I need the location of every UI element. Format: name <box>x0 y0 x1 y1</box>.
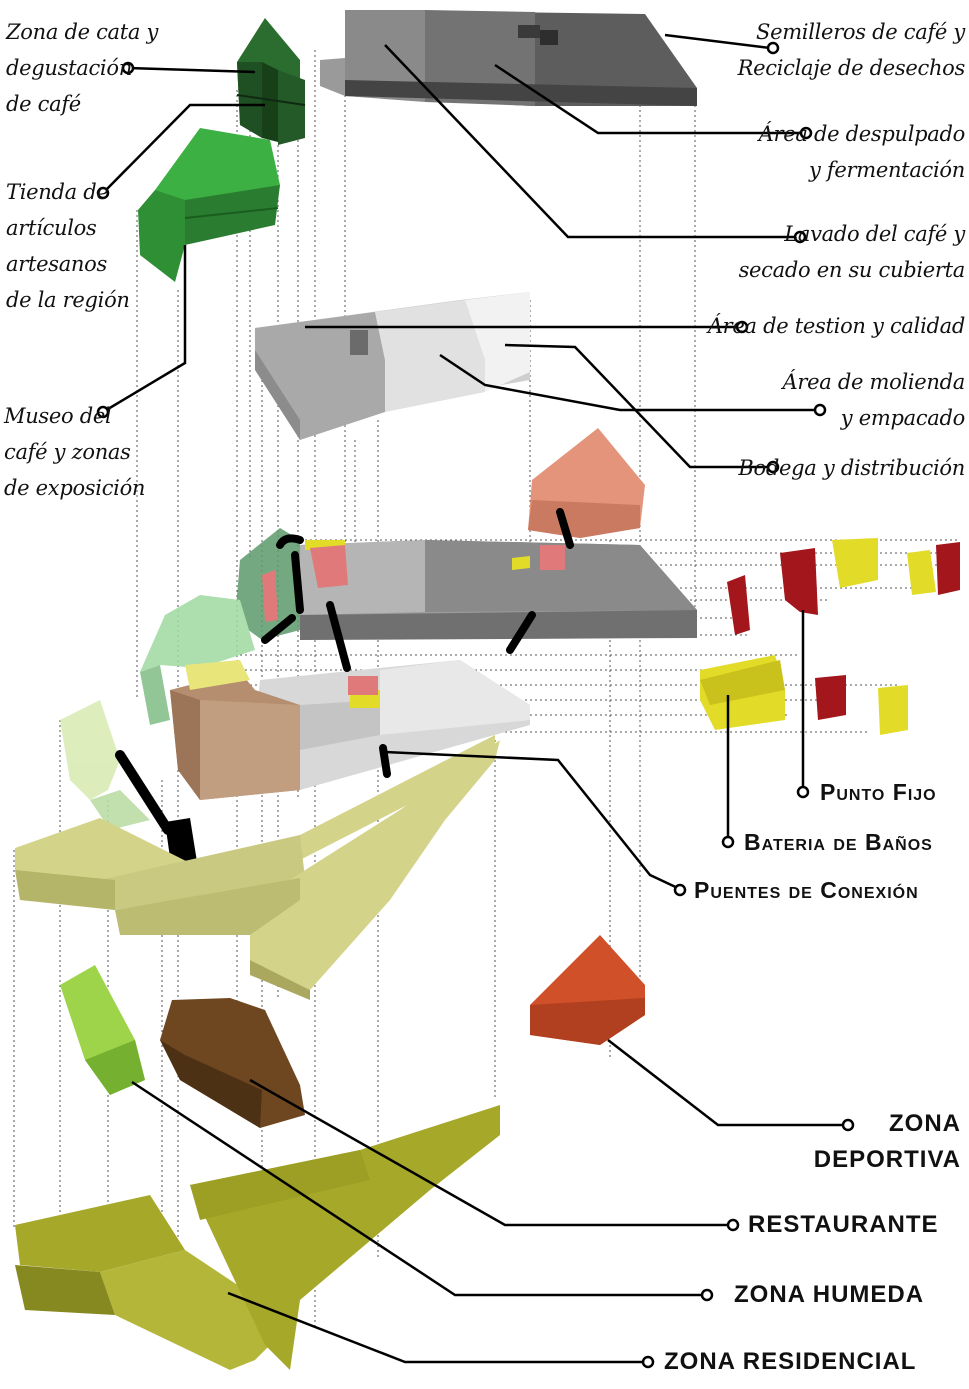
label-line: Lavado del café y <box>784 222 965 246</box>
testion-block <box>255 292 530 440</box>
leader-dots <box>96 41 855 1369</box>
label-line: café y zonas <box>4 440 131 464</box>
mid-gray-block <box>300 540 697 640</box>
label-line: Reciclaje de desechos <box>737 56 966 80</box>
label-line: de exposición <box>4 476 146 500</box>
label-line: Área de despulpado <box>758 122 966 146</box>
label-zona-residencial: ZONA RESIDENCIAL <box>664 1348 917 1375</box>
label-line: DEPORTIVA <box>813 1146 961 1173</box>
label-testion: Área de testion y calidad <box>708 308 965 344</box>
label-despulpado: Área de despulpado y fermentación <box>758 116 966 188</box>
label-zona-deportiva: ZONA DEPORTIVA <box>814 1106 961 1178</box>
red-blocks <box>727 542 960 720</box>
label-restaurante: RESTAURANTE <box>748 1211 939 1238</box>
lower-gray-block <box>255 660 530 790</box>
label-line: secado en su cubierta <box>738 258 966 282</box>
label-molienda: Área de molienda y empacado <box>782 364 966 436</box>
label-line: artículos <box>6 216 97 240</box>
label-lavado: Lavado del café y secado en su cubierta <box>738 216 966 288</box>
pale-olive-a <box>15 735 500 1000</box>
semilleros-block <box>320 10 697 106</box>
lime-block <box>60 965 145 1095</box>
label-semilleros: Semilleros de café y Reciclaje de desech… <box>737 14 966 86</box>
label-line: ZONA <box>889 1110 961 1137</box>
zona-cata-block <box>236 18 306 145</box>
label-banos: Bateria de Baños <box>744 829 933 855</box>
tan-block <box>170 672 300 800</box>
brown-block <box>160 998 305 1128</box>
label-line: Área de testion y calidad <box>707 314 965 338</box>
label-puentes: Puentes de Conexión <box>694 877 919 903</box>
label-line: degustación <box>6 56 132 80</box>
label-line: de la región <box>6 288 130 312</box>
label-zona-cata: Zona de cata y degustación de café <box>6 14 158 122</box>
tienda-block <box>138 128 280 282</box>
label-line: Tienda de <box>6 180 109 204</box>
label-bodega: Bodega y distribución <box>738 450 965 486</box>
olive-a <box>15 1105 500 1370</box>
label-line: artesanos <box>6 252 107 276</box>
label-line: Área de molienda <box>782 370 966 394</box>
yellow-blocks <box>700 538 936 735</box>
label-museo: Museo del café y zonas de exposición <box>4 398 145 506</box>
orange-block <box>530 935 645 1045</box>
label-line: Semilleros de café y <box>755 20 965 44</box>
leader-lines <box>102 33 848 1364</box>
label-punto-fijo: Punto Fijo <box>820 779 937 805</box>
salmon-block <box>528 428 645 538</box>
label-line: Museo del <box>4 404 112 428</box>
label-tienda: Tienda de artículos artesanos de la regi… <box>6 174 130 318</box>
label-line: de café <box>6 92 81 116</box>
label-zona-humeda: ZONA HUMEDA <box>734 1281 925 1308</box>
label-line: Zona de cata y <box>6 20 159 44</box>
red-marks <box>262 545 565 695</box>
label-line: Bodega y distribución <box>738 456 965 480</box>
label-line: y empacado <box>840 406 966 430</box>
label-line: y fermentación <box>808 158 965 182</box>
